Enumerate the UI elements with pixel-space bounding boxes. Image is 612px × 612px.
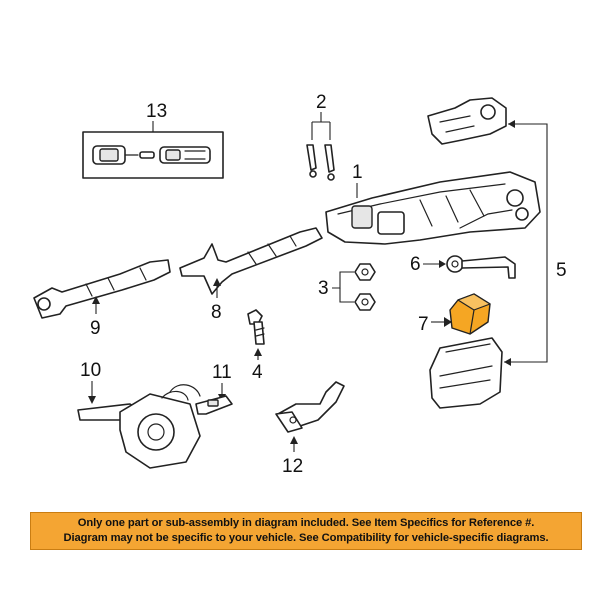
part-3-nuts xyxy=(354,263,376,311)
part-11-wiper-switch xyxy=(195,395,233,415)
callout-4: 4 xyxy=(252,362,263,383)
callout-5: 5 xyxy=(556,260,567,281)
callout-7: 7 xyxy=(418,314,429,335)
leader-3 xyxy=(332,271,354,303)
callout-11: 11 xyxy=(212,362,232,383)
callout-10: 10 xyxy=(80,360,101,381)
part-4-bolt xyxy=(247,309,265,345)
notice-line-1: Only one part or sub-assembly in diagram… xyxy=(77,517,535,529)
part-7-module-highlighted xyxy=(449,293,491,335)
part-1-column-housing xyxy=(325,171,541,245)
callout-8: 8 xyxy=(211,302,222,323)
part-6-lever xyxy=(446,255,516,279)
part-9-lower-shaft xyxy=(33,259,171,319)
part-lower-cover xyxy=(429,337,503,409)
part-2-pins xyxy=(306,144,335,181)
callout-9: 9 xyxy=(90,318,101,339)
notice-line-2: Diagram may not be specific to your vehi… xyxy=(63,532,549,544)
part-10-switch-assembly xyxy=(77,384,201,469)
part-upper-support xyxy=(427,97,507,145)
callout-6: 6 xyxy=(410,254,421,275)
part-12-tilt-lever xyxy=(275,381,345,433)
callout-3: 3 xyxy=(318,278,329,299)
leader-2 xyxy=(311,112,331,140)
callout-13: 13 xyxy=(146,101,167,122)
part-8-intermediate-shaft xyxy=(179,227,323,295)
leader-5 xyxy=(504,120,548,366)
callout-2: 2 xyxy=(316,92,327,113)
notice-banner: Only one part or sub-assembly in diagram… xyxy=(30,512,582,550)
part-13-key-kit xyxy=(82,131,224,179)
callout-1: 1 xyxy=(352,162,363,183)
callout-12: 12 xyxy=(282,456,303,477)
